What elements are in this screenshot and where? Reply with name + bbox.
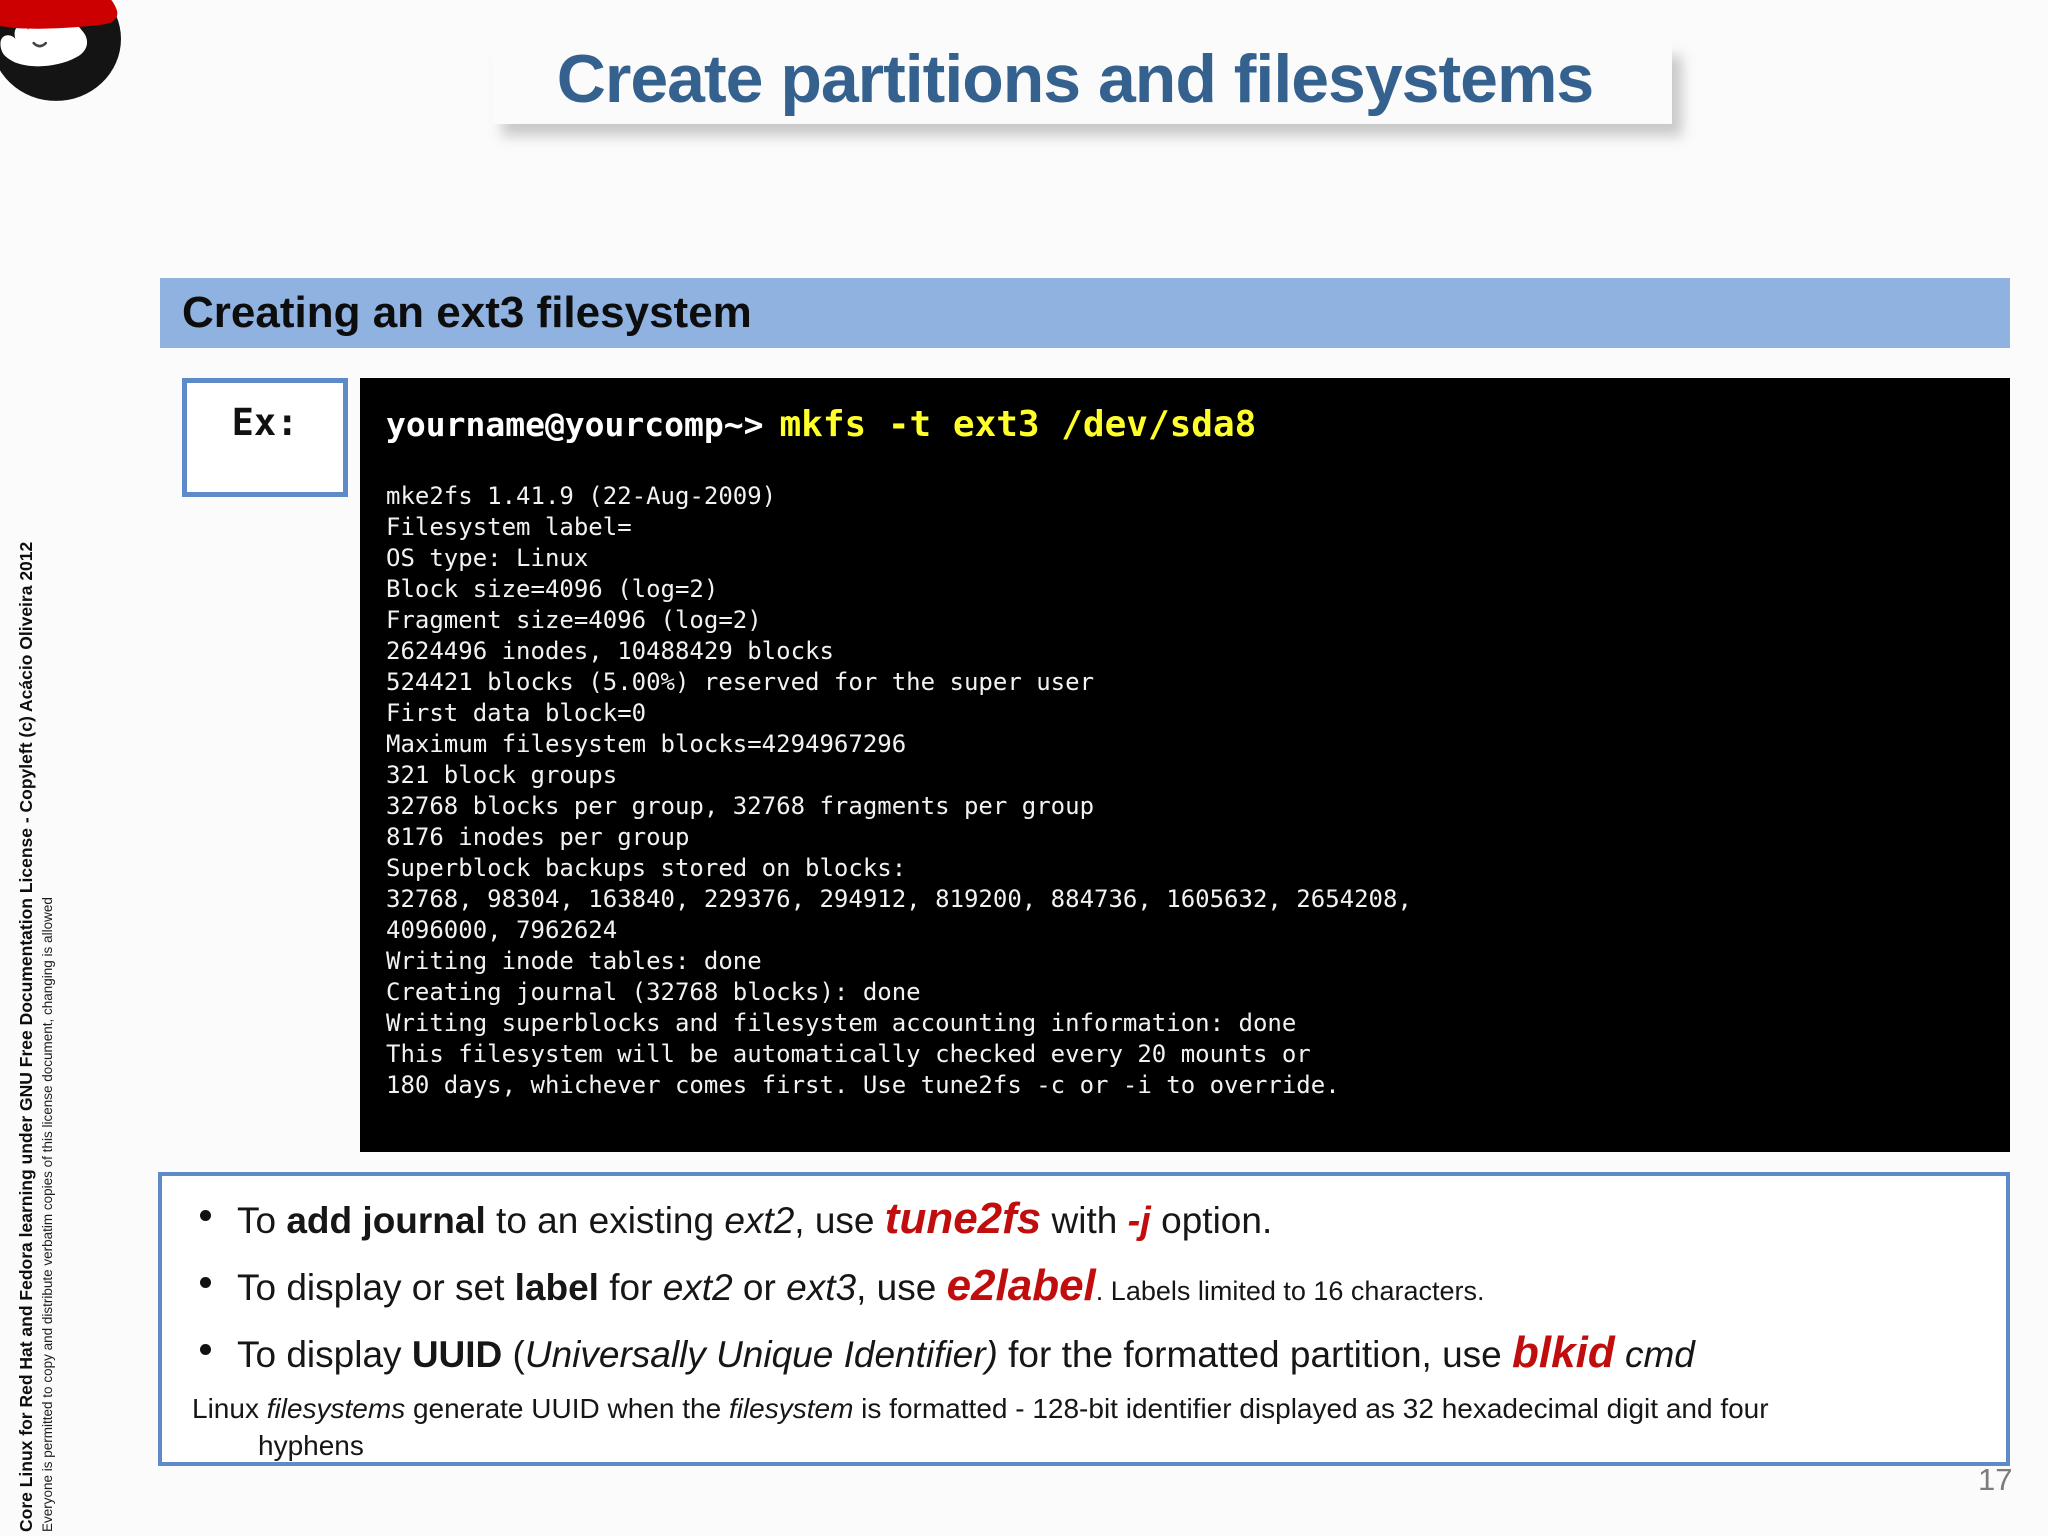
note-line: Linux filesystems generate UUID when the… — [192, 1391, 1982, 1426]
terminal-line: Writing superblocks and filesystem accou… — [386, 1009, 1297, 1037]
notes-box: To add journal to an existing ext2, use … — [158, 1172, 2010, 1466]
terminal-line: 8176 inodes per group — [386, 823, 690, 851]
bullet-dot — [200, 1344, 211, 1356]
note-text: To add journal to an existing ext2, use … — [237, 1194, 1273, 1243]
bullet-item: To display or set label for ext2 or ext3… — [192, 1257, 1982, 1315]
bullet-item: To add journal to an existing ext2, use … — [192, 1190, 1982, 1248]
terminal-line: 32768 blocks per group, 32768 fragments … — [386, 792, 1095, 820]
example-label-box: Ex: — [182, 378, 348, 497]
terminal-command: mkfs -t ext3 /dev/sda8 — [779, 404, 1257, 445]
terminal-line: This filesystem will be automatically ch… — [386, 1040, 1311, 1068]
terminal-output: mke2fs 1.41.9 (22-Aug-2009) Filesystem la… — [386, 481, 1990, 1101]
terminal-line: Filesystem label= — [386, 513, 632, 541]
terminal-line: Creating journal (32768 blocks): done — [386, 978, 921, 1006]
section-header-title: Creating an ext3 filesystem — [182, 288, 752, 337]
terminal-prompt-line: yourname@yourcomp~> mkfs -t ext3 /dev/sda… — [386, 404, 1990, 445]
terminal-line: Block size=4096 (log=2) — [386, 575, 719, 603]
terminal-line: 4096000, 7962624 — [386, 916, 618, 944]
note-text: Linux filesystems generate UUID when the… — [192, 1393, 1769, 1425]
terminal-line: Superblock backups stored on blocks: — [386, 854, 907, 882]
terminal-line: Fragment size=4096 (log=2) — [386, 606, 762, 634]
bullet-dot — [200, 1210, 211, 1221]
section-header-bar: Creating an ext3 filesystem — [160, 278, 2010, 348]
note-line: hyphens — [192, 1428, 1982, 1463]
redhat-logo-icon — [0, 0, 121, 101]
example-label: Ex: — [231, 401, 299, 444]
page-number: 17 — [1978, 1462, 2013, 1497]
terminal-line: 524421 blocks (5.00%) reserved for the s… — [386, 668, 1095, 696]
terminal-line: Maximum filesystem blocks=4294967296 — [386, 730, 907, 758]
license-line-small: Everyone is permitted to copy and distri… — [40, 897, 55, 1532]
terminal-line: Writing inode tables: done — [386, 947, 762, 975]
terminal-line: OS type: Linux — [386, 544, 589, 572]
terminal-line: 321 block groups — [386, 761, 618, 789]
terminal-line: 32768, 98304, 163840, 229376, 294912, 81… — [386, 885, 1412, 913]
bullet-dot — [200, 1277, 211, 1289]
terminal-line: 180 days, whichever comes first. Use tun… — [386, 1071, 1340, 1099]
license-line-bold: Core Linux for Red Hat and Fedora learni… — [16, 541, 36, 1532]
note-text: To display UUID (Universally Unique Iden… — [237, 1328, 1695, 1378]
terminal-line: First data block=0 — [386, 699, 647, 727]
bullet-item: To display UUID (Universally Unique Iden… — [192, 1324, 1982, 1382]
terminal-window: yourname@yourcomp~> mkfs -t ext3 /dev/sda… — [360, 378, 2010, 1152]
title-shadow-box — [492, 44, 1672, 124]
sidebar-license: Core Linux for Red Hat and Fedora learni… — [16, 387, 55, 1532]
page-title: Create partitions and filesystems — [556, 41, 1594, 117]
terminal-line: 2624496 inodes, 10488429 blocks — [386, 637, 834, 665]
terminal-line: mke2fs 1.41.9 (22-Aug-2009) — [386, 482, 777, 510]
terminal-prompt: yourname@yourcomp~> — [386, 405, 764, 444]
note-text: hyphens — [258, 1430, 364, 1462]
note-text: To display or set label for ext2 or ext3… — [237, 1261, 1485, 1311]
